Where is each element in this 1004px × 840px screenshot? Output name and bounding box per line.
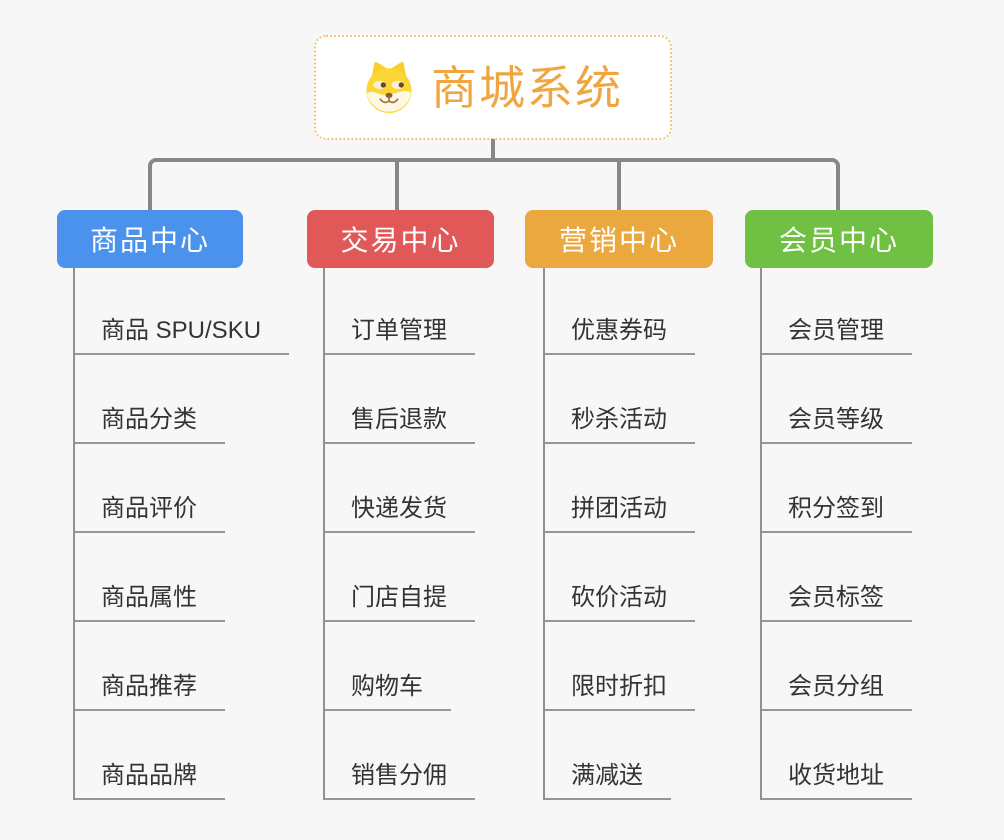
connector-trunk xyxy=(148,158,840,210)
mindmap-item-row: 会员标签 xyxy=(762,533,933,622)
branch-node[interactable]: 营销中心 xyxy=(525,210,713,268)
mindmap-item-label[interactable]: 快递发货 xyxy=(325,495,475,533)
root-title: 商城系统 xyxy=(431,61,623,114)
mindmap-item-label[interactable]: 会员标签 xyxy=(762,584,912,622)
mindmap-item-row: 商品 SPU/SKU xyxy=(75,268,290,355)
branch-marketing-center: 营销中心 优惠券码秒杀活动拼团活动砍价活动限时折扣满减送 xyxy=(525,210,713,800)
mindmap-item-row: 销售分佣 xyxy=(325,711,494,800)
mindmap-item-label[interactable]: 收货地址 xyxy=(762,762,912,800)
mindmap-item-label[interactable]: 商品评价 xyxy=(75,495,225,533)
connector-drop-3 xyxy=(617,162,621,210)
mindmap-item-row: 会员分组 xyxy=(762,622,933,711)
mindmap-item-row: 售后退款 xyxy=(325,355,494,444)
mindmap-item-row: 拼团活动 xyxy=(545,444,713,533)
branch-node[interactable]: 会员中心 xyxy=(745,210,933,268)
mindmap-item-label[interactable]: 会员等级 xyxy=(762,406,912,444)
mindmap-item-row: 商品品牌 xyxy=(75,711,289,800)
root-node[interactable]: 商城系统 xyxy=(314,35,672,140)
mindmap-item-row: 购物车 xyxy=(325,622,494,711)
mindmap-item-label[interactable]: 会员管理 xyxy=(762,317,912,355)
mindmap-item-row: 秒杀活动 xyxy=(545,355,713,444)
mindmap-item-row: 满减送 xyxy=(545,711,713,800)
mindmap-item-label[interactable]: 拼团活动 xyxy=(545,495,695,533)
mindmap-item-label[interactable]: 销售分佣 xyxy=(325,762,475,800)
mindmap-item-label[interactable]: 秒杀活动 xyxy=(545,406,695,444)
mindmap-item-row: 积分签到 xyxy=(762,444,933,533)
mindmap-item-row: 会员管理 xyxy=(762,268,933,355)
mindmap-item-label[interactable]: 售后退款 xyxy=(325,406,475,444)
mindmap-item-label[interactable]: 购物车 xyxy=(325,673,451,711)
mindmap-item-row: 限时折扣 xyxy=(545,622,713,711)
mindmap-item-label[interactable]: 商品推荐 xyxy=(75,673,225,711)
mindmap-item-row: 优惠券码 xyxy=(545,268,713,355)
mindmap-item-label[interactable]: 限时折扣 xyxy=(545,673,695,711)
mindmap-item-row: 砍价活动 xyxy=(545,533,713,622)
branch-product-center: 商品中心 商品 SPU/SKU 商品分类商品评价商品属性商品推荐商品品牌 xyxy=(57,210,290,800)
branch-item-list: 商品 SPU/SKU 商品分类商品评价商品属性商品推荐商品品牌 xyxy=(73,268,290,800)
mindmap-item-label[interactable]: 会员分组 xyxy=(762,673,912,711)
mindmap-item-label[interactable]: 门店自提 xyxy=(325,584,475,622)
doge-face-icon xyxy=(366,61,412,113)
mindmap-item-label[interactable]: 商品分类 xyxy=(75,406,225,444)
branch-item-list: 订单管理售后退款快递发货门店自提购物车销售分佣 xyxy=(323,268,494,800)
mindmap-item-row: 订单管理 xyxy=(325,268,494,355)
mindmap-item-row: 快递发货 xyxy=(325,444,494,533)
mindmap-item-label[interactable]: 商品 SPU/SKU xyxy=(75,317,290,355)
mindmap-item-label[interactable]: 积分签到 xyxy=(762,495,912,533)
mindmap-item-label[interactable]: 商品品牌 xyxy=(75,762,225,800)
connector-drop-2 xyxy=(395,162,399,210)
branch-node[interactable]: 交易中心 xyxy=(307,210,494,268)
mindmap-item-label[interactable]: 砍价活动 xyxy=(545,584,695,622)
mindmap-item-row: 商品属性 xyxy=(75,533,289,622)
mindmap-item-label[interactable]: 优惠券码 xyxy=(545,317,695,355)
mindmap-item-row: 商品推荐 xyxy=(75,622,289,711)
branch-node[interactable]: 商品中心 xyxy=(57,210,243,268)
branch-item-list: 优惠券码秒杀活动拼团活动砍价活动限时折扣满减送 xyxy=(543,268,713,800)
branch-item-list: 会员管理会员等级积分签到会员标签会员分组收货地址 xyxy=(760,268,933,800)
mindmap-item-label[interactable]: 订单管理 xyxy=(325,317,475,355)
mindmap-item-row: 会员等级 xyxy=(762,355,933,444)
branch-trade-center: 交易中心 订单管理售后退款快递发货门店自提购物车销售分佣 xyxy=(307,210,494,800)
mindmap-item-label[interactable]: 商品属性 xyxy=(75,584,225,622)
mindmap-item-row: 商品评价 xyxy=(75,444,289,533)
mindmap-item-label[interactable]: 满减送 xyxy=(545,762,671,800)
mindmap-item-row: 商品分类 xyxy=(75,355,289,444)
mindmap-item-row: 门店自提 xyxy=(325,533,494,622)
connector-root-stem xyxy=(491,139,495,160)
mindmap-item-row: 收货地址 xyxy=(762,711,933,800)
branch-member-center: 会员中心 会员管理会员等级积分签到会员标签会员分组收货地址 xyxy=(745,210,933,800)
